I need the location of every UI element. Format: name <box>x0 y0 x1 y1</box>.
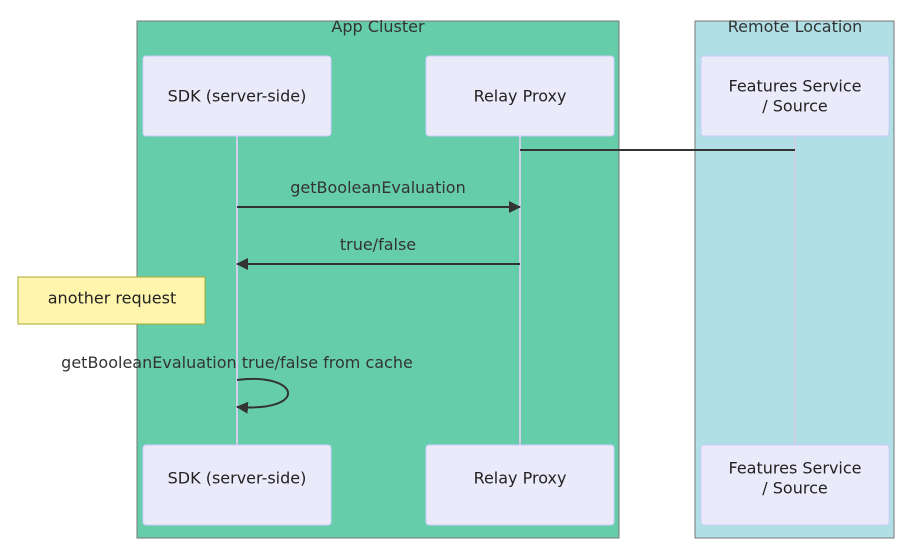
response-message-label: true/false <box>340 235 416 254</box>
another-request-note-label: another request <box>48 289 176 308</box>
sdk-participant-bottom-label: SDK (server-side) <box>168 469 307 488</box>
app-cluster-label: App Cluster <box>331 17 425 36</box>
remote-location-label: Remote Location <box>728 17 863 36</box>
features-participant-top-label-line2: / Source <box>762 97 827 116</box>
cached-message-label: getBooleanEvaluation true/false from cac… <box>61 353 413 372</box>
features-participant-bottom-label-line2: / Source <box>762 479 827 498</box>
features-participant-top-label-line1: Features Service <box>728 77 861 96</box>
self-loop-arrow <box>236 377 289 414</box>
relay-participant-top-label: Relay Proxy <box>474 87 567 106</box>
sdk-participant-top-label: SDK (server-side) <box>168 87 307 106</box>
request-message-label: getBooleanEvaluation <box>290 178 465 197</box>
sdk-participant-top <box>142 55 332 137</box>
features-participant-top <box>700 55 890 137</box>
relay-participant-top <box>425 55 615 137</box>
another-request-note <box>17 276 206 325</box>
sdk-participant-bottom <box>142 444 332 526</box>
relay-participant-bottom <box>425 444 615 526</box>
relay-participant-bottom-label: Relay Proxy <box>474 469 567 488</box>
features-participant-bottom <box>700 444 890 526</box>
features-participant-bottom-label-line1: Features Service <box>728 459 861 478</box>
